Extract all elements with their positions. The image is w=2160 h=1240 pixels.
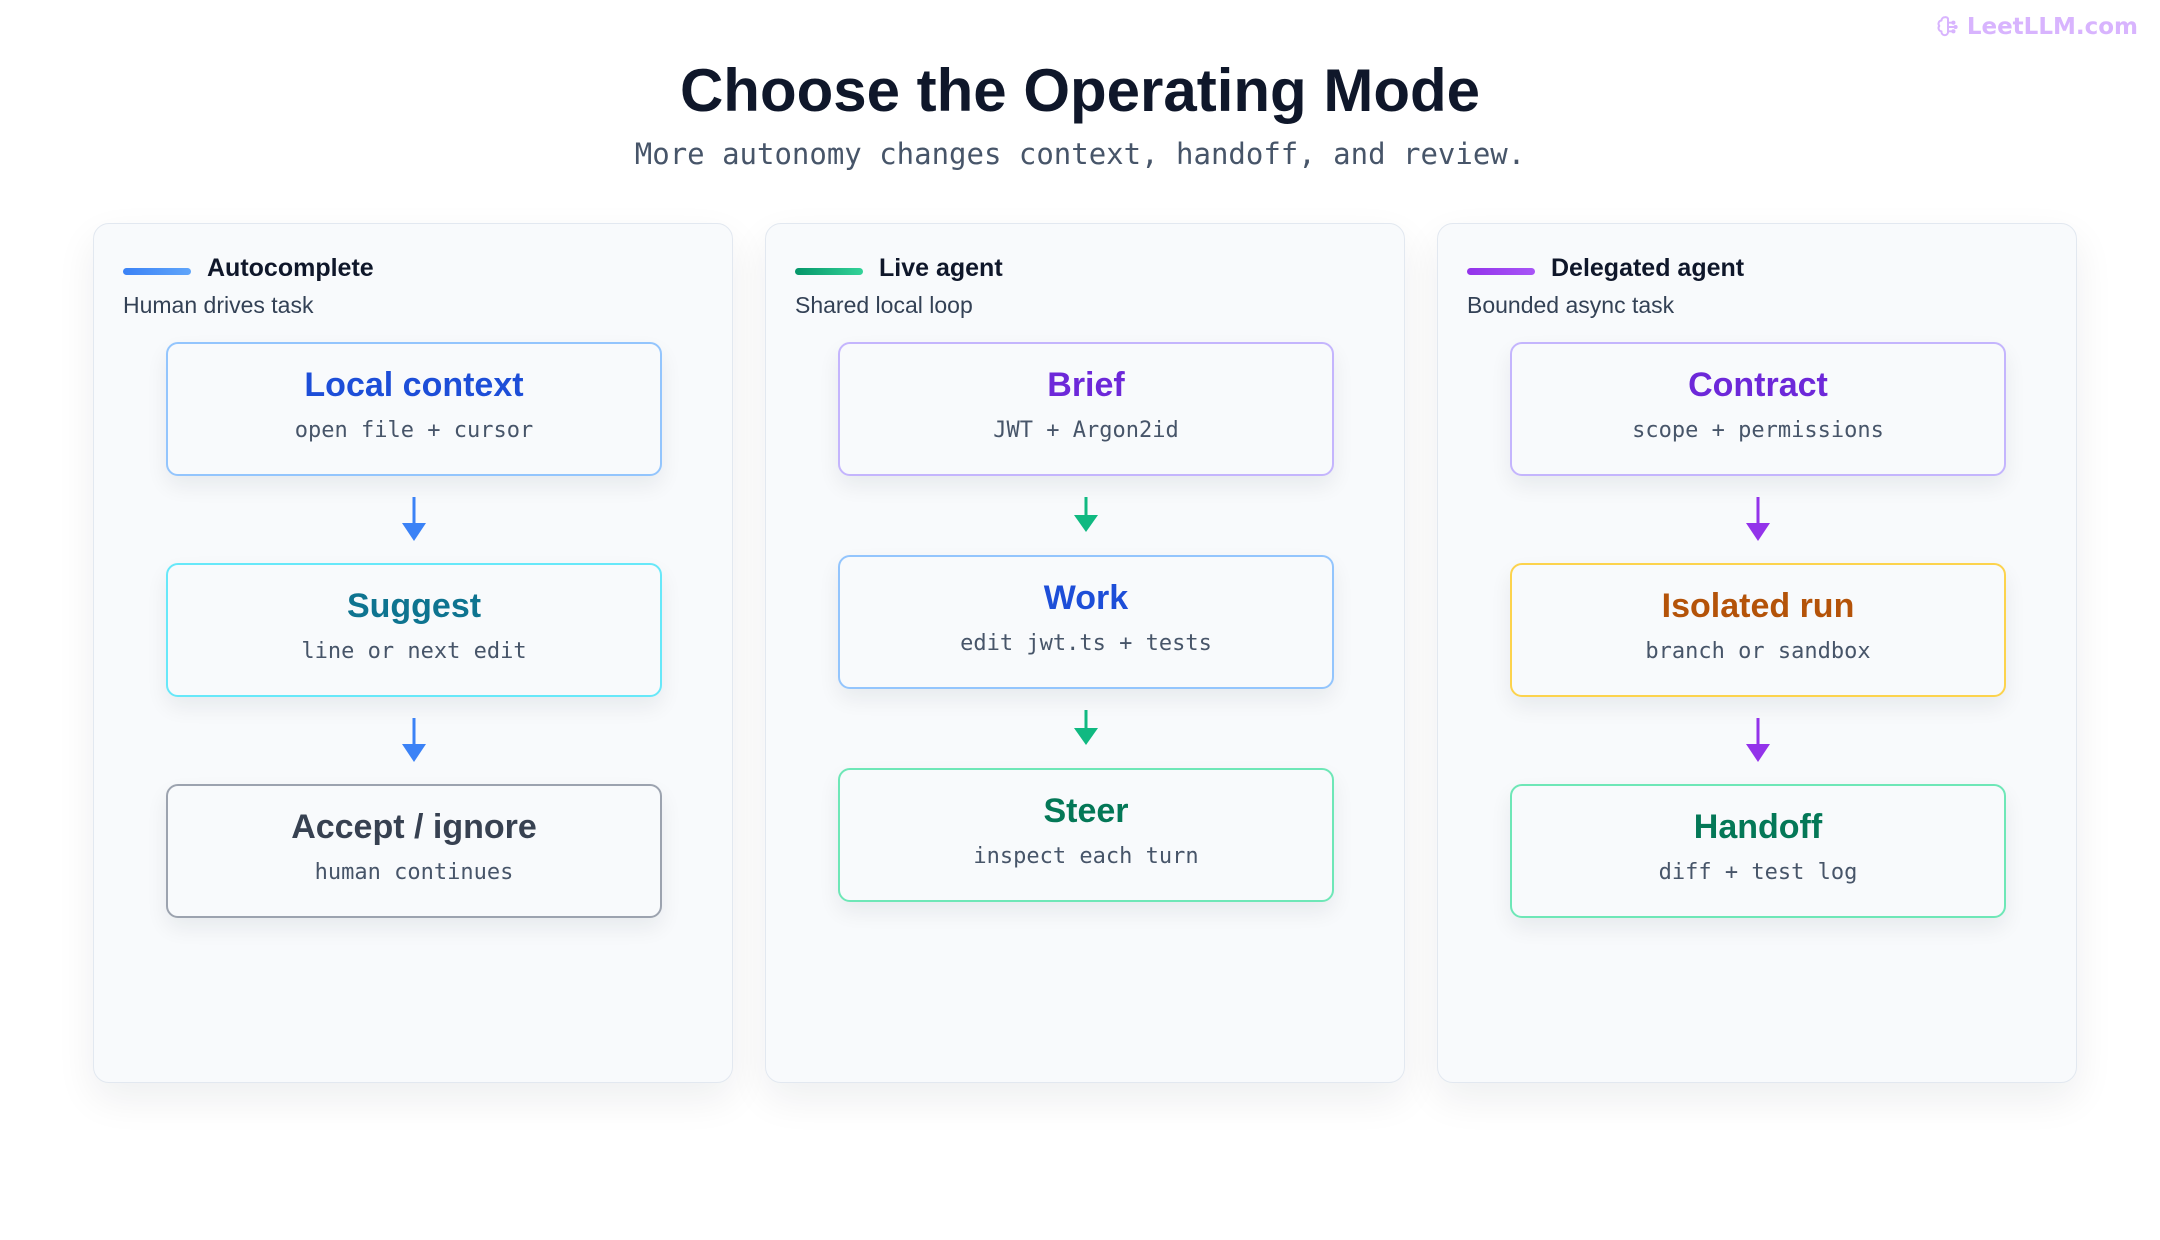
node-title: Suggest bbox=[346, 587, 482, 625]
node-title: Handoff bbox=[1693, 808, 1823, 846]
brand-text[interactable]: LeetLLM.com bbox=[1966, 14, 2138, 40]
panel-delegated-agent: Delegated agent Bounded async task Contr… bbox=[1437, 223, 2077, 1083]
node-desc: edit jwt.ts + tests bbox=[960, 631, 1212, 656]
node-title: Local context bbox=[304, 366, 524, 404]
node-desc: scope + permissions bbox=[1632, 418, 1884, 443]
panel-title: Delegated agent bbox=[1551, 254, 1745, 282]
arrow-down-icon bbox=[1746, 497, 1770, 541]
accent-bar bbox=[1467, 268, 1535, 275]
panel-live-agent: Live agent Shared local loop Brief JWT +… bbox=[765, 223, 1405, 1083]
node-isolated-run: Isolated run branch or sandbox bbox=[1510, 563, 2006, 697]
node-suggest: Suggest line or next edit bbox=[166, 563, 662, 697]
node-contract: Contract scope + permissions bbox=[1510, 342, 2006, 476]
node-steer: Steer inspect each turn bbox=[838, 768, 1334, 902]
node-local-context: Local context open file + cursor bbox=[166, 342, 662, 476]
arrow-down-icon bbox=[402, 497, 426, 541]
page-title: Choose the Operating Mode bbox=[679, 57, 1481, 124]
node-desc: human continues bbox=[314, 860, 514, 885]
arrow-down-icon bbox=[1074, 710, 1098, 745]
brain-icon bbox=[1937, 16, 1958, 37]
panel-title: Autocomplete bbox=[207, 254, 374, 282]
node-handoff: Handoff diff + test log bbox=[1510, 784, 2006, 918]
node-desc: open file + cursor bbox=[294, 418, 534, 443]
arrow-down-icon bbox=[402, 718, 426, 762]
panel-subtitle: Shared local loop bbox=[795, 292, 973, 318]
accent-bar bbox=[123, 268, 191, 275]
node-accept-ignore: Accept / ignore human continues bbox=[166, 784, 662, 918]
panel-autocomplete: Autocomplete Human drives task Local con… bbox=[93, 223, 733, 1083]
brand-logo: LeetLLM.com bbox=[1935, 14, 2138, 40]
node-desc: JWT + Argon2id bbox=[993, 418, 1179, 443]
node-title: Brief bbox=[1047, 366, 1125, 404]
node-brief: Brief JWT + Argon2id bbox=[838, 342, 1334, 476]
node-title: Accept / ignore bbox=[291, 808, 537, 846]
node-title: Steer bbox=[1043, 792, 1129, 830]
node-desc: diff + test log bbox=[1658, 860, 1858, 885]
node-title: Isolated run bbox=[1661, 587, 1855, 625]
node-title: Contract bbox=[1688, 366, 1828, 404]
panel-subtitle: Human drives task bbox=[123, 292, 314, 318]
node-work: Work edit jwt.ts + tests bbox=[838, 555, 1334, 689]
accent-bar bbox=[795, 268, 863, 275]
page-subtitle: More autonomy changes context, handoff, … bbox=[634, 137, 1526, 171]
node-desc: branch or sandbox bbox=[1645, 639, 1871, 664]
panel-subtitle: Bounded async task bbox=[1467, 292, 1675, 318]
node-desc: line or next edit bbox=[301, 639, 527, 664]
panel-title: Live agent bbox=[879, 254, 1003, 282]
arrow-down-icon bbox=[1746, 718, 1770, 762]
node-title: Work bbox=[1043, 579, 1129, 617]
node-desc: inspect each turn bbox=[973, 844, 1199, 869]
arrow-down-icon bbox=[1074, 497, 1098, 532]
